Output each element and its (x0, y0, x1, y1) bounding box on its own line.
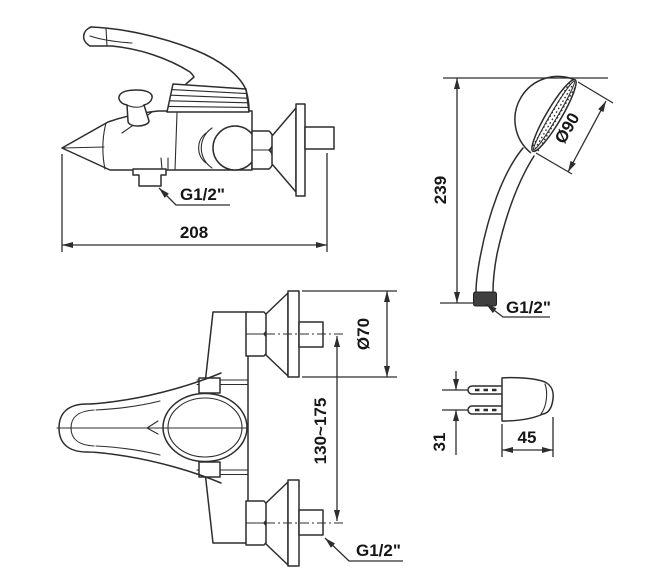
dim-label-208: 208 (180, 223, 208, 242)
ext-line-d90-high (577, 81, 614, 104)
cartridge-collar (166, 83, 250, 113)
top-inlet (245, 290, 344, 378)
dim-label-shower-thread: G1/2" (506, 298, 551, 317)
leader-outlet-thread (158, 187, 230, 206)
spout-detail-line (62, 146, 105, 149)
handle-front-point (145, 420, 159, 435)
dim-line-d90 (567, 100, 607, 173)
outlet-feed-lines (160, 157, 169, 170)
mixer-side-view: G1/2" 208 (61, 26, 335, 252)
knob-detail (126, 104, 145, 108)
mixer-handle-tip (83, 26, 92, 47)
dim-label-d70: Ø70 (354, 318, 373, 350)
body-cross-lines (196, 379, 249, 476)
outlet-port (132, 168, 167, 187)
dim-label-45: 45 (518, 428, 537, 447)
handle-tip-detail (89, 27, 133, 47)
spout-base-line (102, 122, 107, 170)
dim-label-31: 31 (430, 433, 449, 452)
dim-label-239: 239 (431, 176, 450, 204)
leader-shower-thread (485, 303, 550, 318)
wall-flange-plate (295, 103, 306, 197)
mixer-top-view: Ø70 130~175 G1/2" (56, 290, 403, 567)
valve-cap (212, 125, 258, 171)
shower-handle-left-edge (475, 147, 524, 293)
wall-bracket-view: 31 45 (430, 371, 554, 457)
bracket-lip-line (540, 383, 548, 415)
bracket-body (501, 376, 554, 422)
diverter-knob (118, 89, 153, 127)
hand-shower-view: 239 Ø90 G1/2" (431, 75, 614, 318)
dim-label-inlet-thread: G1/2" (356, 541, 401, 560)
valve-cap-arc (198, 132, 207, 164)
bottom-inlet (245, 479, 344, 567)
mixer-handle (90, 26, 250, 111)
shower-handle-right-edge (492, 155, 535, 293)
valve-cap-arc (200, 127, 213, 169)
ext-line-d90-low (535, 152, 573, 175)
collar-ribs (167, 89, 250, 108)
wall-flange-cone (271, 107, 297, 193)
handle-inner-edges (95, 400, 161, 456)
leader-inlet-thread (324, 537, 403, 562)
dim-label-outlet-thread: G1/2" (180, 185, 225, 204)
body-facet-line (174, 112, 178, 171)
mixer-handle-underside (89, 45, 195, 85)
dim-label-130-175: 130~175 (311, 398, 330, 465)
handle-mount-notch-bottom (198, 461, 221, 478)
shower-connector (473, 291, 497, 307)
wall-pipe-stub (304, 126, 335, 150)
